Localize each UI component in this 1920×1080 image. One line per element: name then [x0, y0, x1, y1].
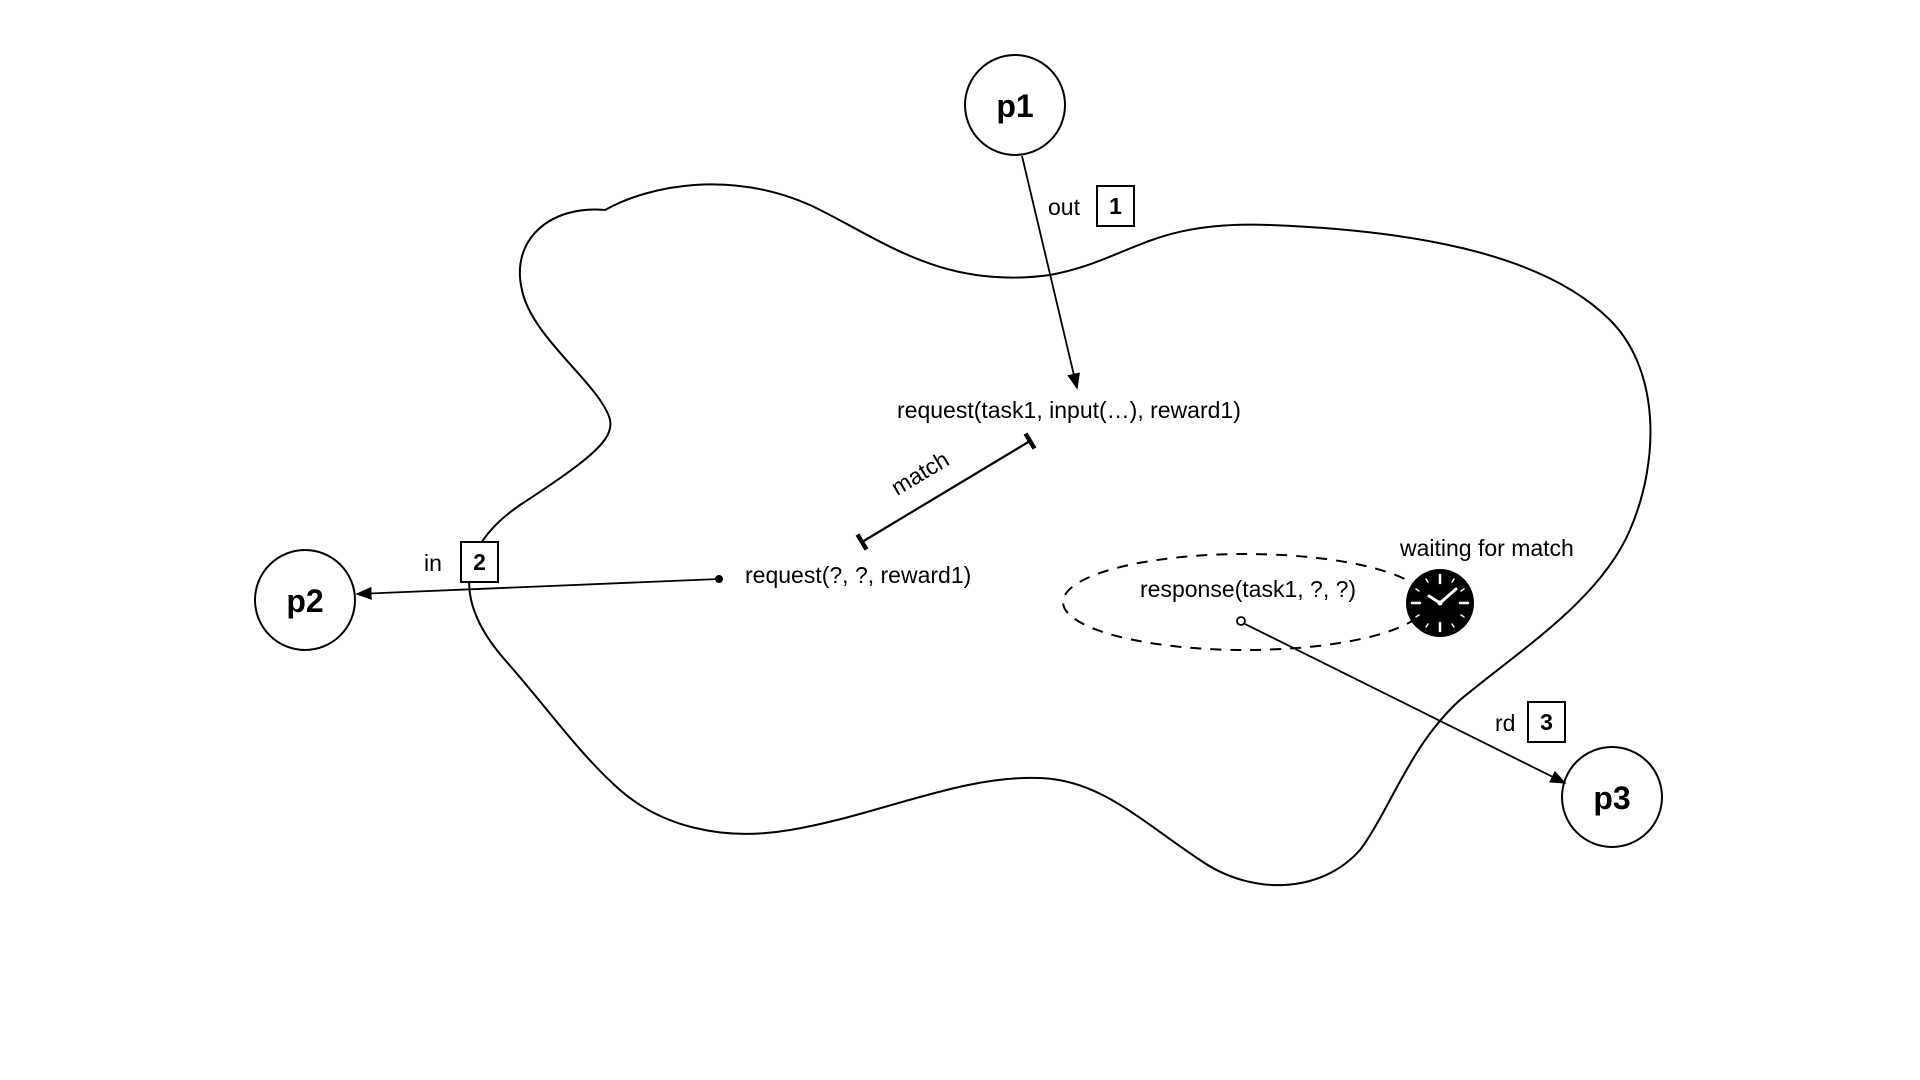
request-template-tuple: request(?, ?, reward1): [745, 562, 971, 588]
in-operation-label: in: [424, 550, 442, 576]
process-p3: p3: [1561, 746, 1663, 848]
rd-step-badge: 3: [1527, 701, 1566, 743]
rd-operation-label: rd: [1495, 710, 1515, 736]
waiting-region: [1062, 553, 1428, 651]
match-connector: [855, 432, 1037, 551]
rd-arrow: [1244, 623, 1567, 784]
waiting-for-match-label: waiting for match: [1399, 535, 1574, 561]
rd-arrow-origin-dot: [1236, 616, 1246, 626]
process-p1-label: p1: [996, 88, 1033, 124]
out-arrow: [1021, 155, 1080, 390]
out-step-number: 1: [1109, 193, 1122, 219]
process-p3-label: p3: [1593, 780, 1630, 816]
process-p2: p2: [254, 549, 356, 651]
request-full-tuple: request(task1, input(…), reward1): [897, 397, 1241, 423]
in-step-badge: 2: [460, 541, 499, 583]
process-p2-label: p2: [286, 583, 323, 619]
clock-icon: [1406, 569, 1474, 637]
in-step-number: 2: [473, 549, 486, 575]
out-step-badge: 1: [1096, 185, 1135, 227]
tuple-space-boundary: [468, 183, 1652, 886]
process-p1: p1: [964, 54, 1066, 156]
out-operation-label: out: [1048, 194, 1081, 220]
in-arrow: [355, 578, 720, 600]
response-template-tuple: response(task1, ?, ?): [1140, 576, 1356, 602]
rd-step-number: 3: [1540, 709, 1553, 735]
